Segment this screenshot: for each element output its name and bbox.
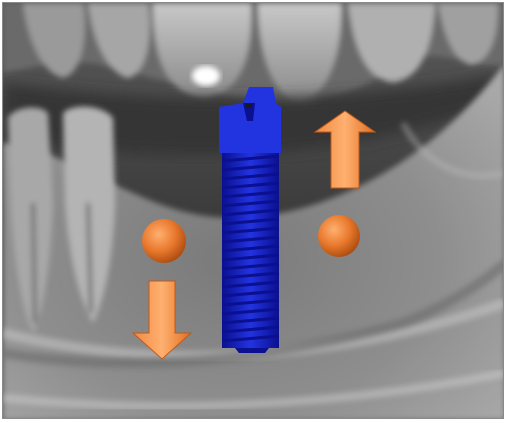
filling bbox=[192, 66, 220, 86]
dental-implant bbox=[219, 87, 281, 353]
radiograph-image bbox=[3, 3, 504, 419]
left-sphere-icon bbox=[142, 219, 186, 263]
right-sphere-icon bbox=[318, 215, 360, 257]
radiograph-frame bbox=[2, 2, 504, 419]
